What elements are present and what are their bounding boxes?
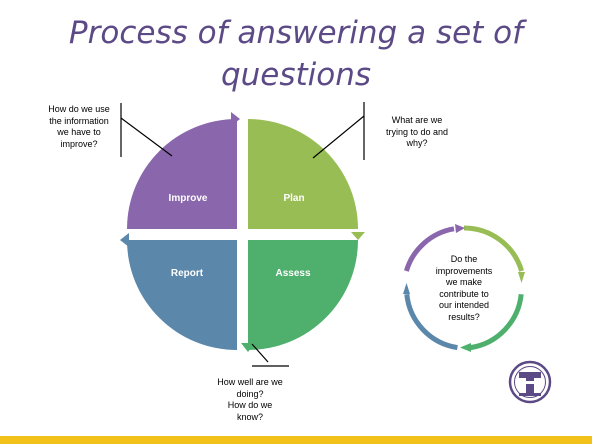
small-cycle [404,225,524,351]
small-cycle-text: Do the improvements we make contribute t… [435,254,493,322]
quadrant-assess [241,240,358,352]
quadrant-plan [248,119,365,240]
quadrant-label-improve: Improve [169,193,208,204]
callout-plan: What are we trying to do and why? [385,115,449,148]
title-line-2: questions [220,57,372,93]
small-arrow-assess [460,343,471,352]
quadrant-report [120,233,237,350]
quadrant-improve [127,112,240,229]
small-arrow-report [403,283,410,294]
university-seal-icon [508,360,552,404]
quadrant-label-report: Report [171,268,204,279]
slide-title: Process of answering a set of questions [40,12,552,96]
quadrant-label-plan: Plan [283,193,304,204]
callout-lines [120,102,365,367]
title-line-1: Process of answering a set of [68,15,524,51]
callout-assess: How well are we doing? How do we know? [217,377,283,422]
bottom-accent-bar [0,436,592,444]
quadrant-label-assess: Assess [275,268,310,279]
small-arrow-improve [455,224,465,233]
small-arrow-plan [518,272,525,283]
callout-improve: How do we use the information we have to… [48,104,110,149]
